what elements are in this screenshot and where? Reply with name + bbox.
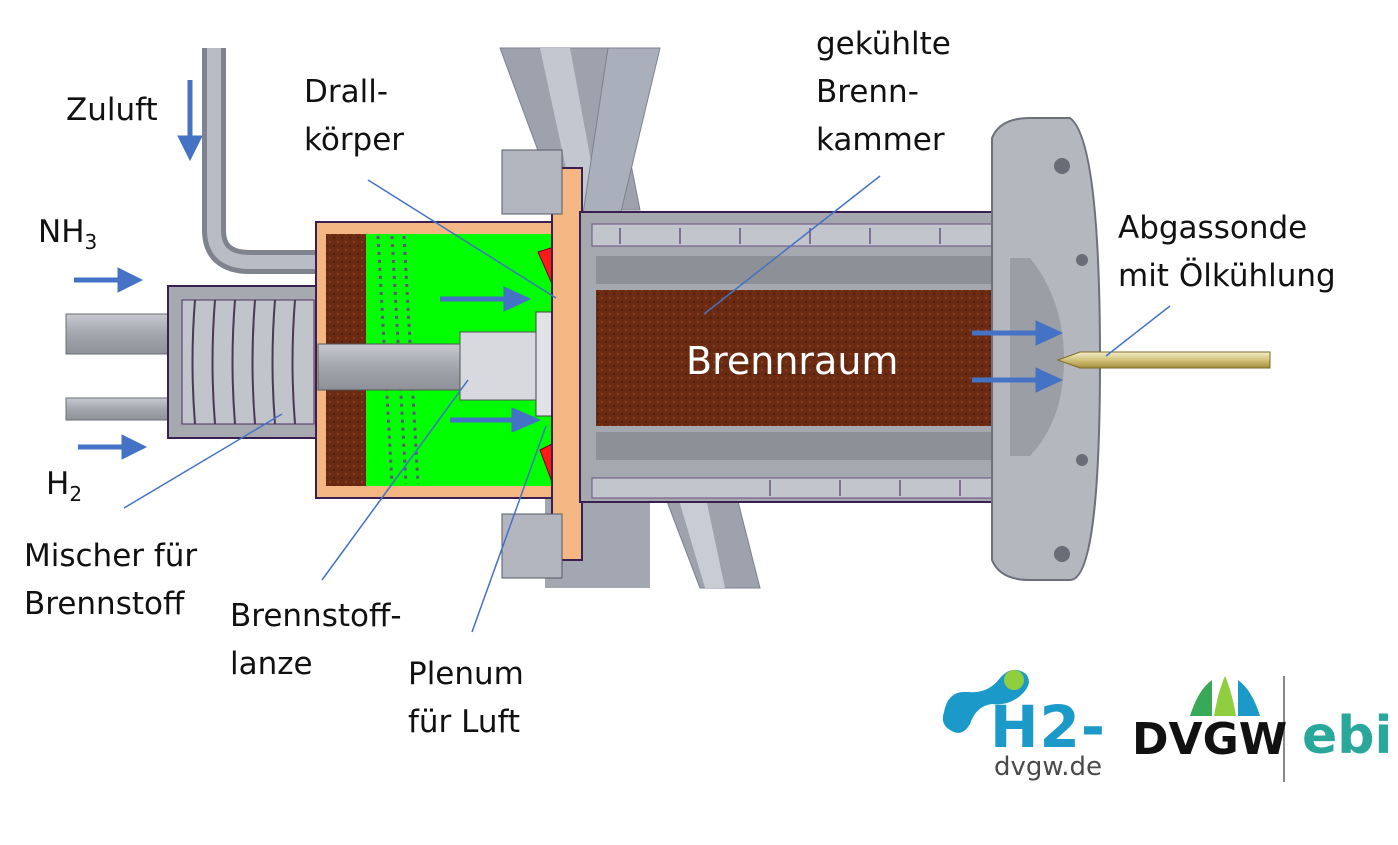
dvgw-logo-text: DVGW xyxy=(1132,714,1288,765)
flow-arrows xyxy=(74,80,1064,460)
arrow-nh3 xyxy=(74,267,144,293)
dvgw-logo-mark xyxy=(1190,676,1260,716)
label-mischer: Mischer für Brennstoff xyxy=(24,538,198,622)
label-brennraum: Brennraum xyxy=(686,339,899,383)
label-nh3: NH3 xyxy=(38,214,98,254)
leader-lanze xyxy=(321,379,469,581)
arrow-plenum-bottom xyxy=(450,407,542,433)
rear-flange xyxy=(991,117,1102,581)
label-drallkoerper: Drall- körper xyxy=(304,74,405,158)
exhaust-probe xyxy=(1056,351,1271,369)
h2-logo-url: dvgw.de xyxy=(994,752,1103,782)
label-brennkammer: gekühlte Brenn- kammer xyxy=(816,26,951,158)
leader-plenum xyxy=(471,425,547,633)
arrow-plenum-top xyxy=(440,286,532,312)
label-plenum: Plenum für Luft xyxy=(408,656,524,740)
fuel-mixer xyxy=(167,285,329,439)
label-zuluft: Zuluft xyxy=(66,92,158,128)
combustion-space xyxy=(596,290,1016,426)
leader-lines xyxy=(123,175,1171,633)
arrow-exhaust-bottom xyxy=(972,367,1064,393)
h2-logo-text: H2- xyxy=(990,693,1106,761)
front-flange xyxy=(501,149,583,579)
leader-mischer xyxy=(123,413,283,509)
fuel-feed-pipes xyxy=(65,313,179,421)
cooled-combustion-chamber xyxy=(579,211,1016,503)
label-h2: H2 xyxy=(46,466,83,506)
arrow-h2 xyxy=(78,434,148,460)
label-abgassonde: Abgassonde mit Ölkühlung xyxy=(1118,210,1336,294)
ebi-logo-text: ebi xyxy=(1302,706,1393,766)
arrow-zuluft xyxy=(177,80,203,162)
label-brennstofflanze: Brennstoff- lanze xyxy=(230,598,402,682)
h2-dvgw-logo-mark xyxy=(942,669,1029,733)
leader-abgassonde xyxy=(1105,305,1171,357)
arrow-exhaust-top xyxy=(972,320,1064,346)
leader-brennkammer xyxy=(703,175,881,315)
leader-drallkoerper xyxy=(367,179,557,299)
